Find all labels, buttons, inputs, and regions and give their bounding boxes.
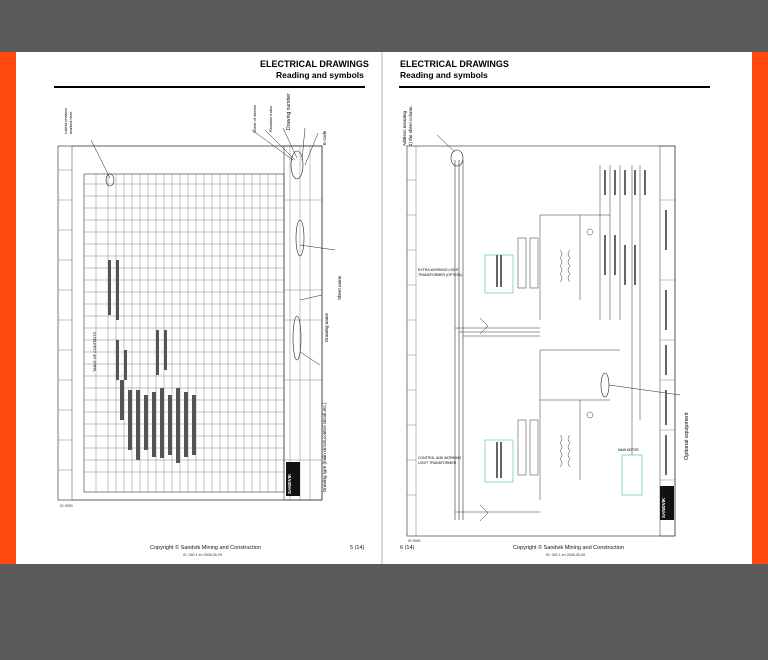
label-control-working-light: CONTROL AND WORKING LIGHT TRANSFORMER [418, 456, 462, 465]
callout-optional-equipment: Optional equipment [684, 412, 690, 460]
right-brand-logo: SANDVIK [661, 497, 666, 518]
label-extra-working-light: EXTRA WORKING LIGHT TRANSFORMER (OPTION) [418, 268, 462, 277]
right-drawing-code: ID 9050 [408, 539, 421, 543]
left-doc-id: ID: 340 1 en 2006-05-09 [183, 553, 222, 557]
callout-address-meaning: Address meaning 1) the sheet column [402, 106, 413, 146]
right-header-rule [399, 86, 710, 88]
left-page-number: 5 (14) [350, 545, 365, 551]
right-orange-border [752, 52, 768, 564]
right-page-title: ELECTRICAL DRAWINGS [400, 59, 509, 69]
page-6 [383, 52, 752, 564]
left-copyright: Copyright © Sandvik Mining and Construct… [150, 545, 262, 551]
left-orange-border [0, 52, 16, 564]
left-page-subtitle: Reading and symbols [276, 70, 364, 80]
right-doc-id: ID: 340 1 en 2006-05-09 [546, 553, 585, 557]
page-gutter [381, 52, 383, 564]
left-drawing-code: ID 9050 [60, 504, 73, 508]
right-page-subtitle: Reading and symbols [400, 70, 488, 80]
label-main-motor: MAIN MOTOR [618, 448, 639, 452]
left-header-rule [54, 86, 365, 88]
right-page-number: 6 (14) [400, 545, 415, 551]
right-copyright: Copyright © Sandvik Mining and Construct… [513, 545, 625, 551]
left-page-title: ELECTRICAL DRAWINGS [260, 59, 369, 69]
page-5 [16, 52, 381, 564]
